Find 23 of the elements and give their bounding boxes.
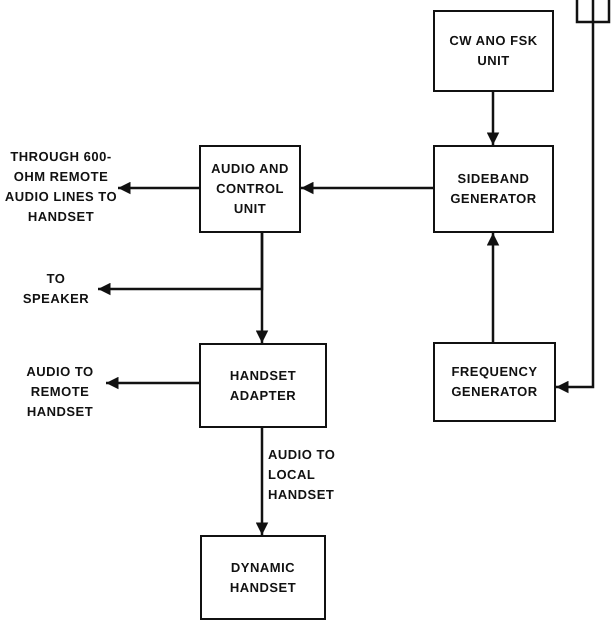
arrow [301, 182, 433, 194]
arrow [486, 92, 500, 145]
block-label: HANDSET ADAPTER [228, 366, 298, 404]
block-box [433, 10, 554, 92]
arrow [118, 182, 199, 194]
arrow [106, 376, 199, 390]
block-box [199, 145, 301, 233]
block-label: FREQUENCY GENERATOR [450, 363, 539, 401]
block-box [199, 343, 327, 428]
block-label: DYNAMIC HANDSET [228, 558, 298, 596]
block-label: SIDEBAND GENERATOR [449, 170, 538, 208]
arrow [256, 233, 268, 343]
signal-label: TO SPEAKER [22, 270, 90, 308]
signal-label: THROUGH 600-OHM REMOTE AUDIO LINES TO HANDSET [4, 148, 118, 226]
block-box [433, 342, 556, 422]
arrow [556, 24, 594, 394]
block-box [200, 535, 326, 620]
signal-label: AUDIO TO REMOTE HANDSET [25, 363, 95, 421]
arrow [256, 428, 268, 535]
block-label: CW ANO FSK UNIT [448, 32, 539, 70]
arrow [486, 233, 500, 342]
block-label: AUDIO AND CONTROL UNIT [210, 160, 290, 218]
block-box [433, 145, 554, 233]
